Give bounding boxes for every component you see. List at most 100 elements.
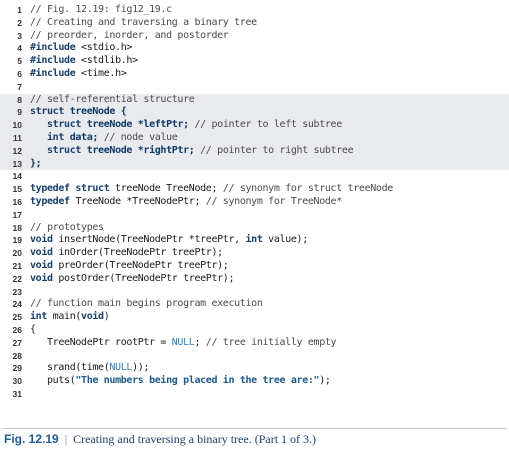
code-text: // prototypes [30, 222, 104, 235]
line-number: 7 [17, 81, 22, 92]
caption-separator: | [64, 432, 68, 446]
code-token: insertNode(TreeNodePtr *treePtr, [52, 234, 246, 246]
code-token: puts( [30, 375, 76, 387]
code-line: 4#include <stdio.h> [0, 42, 509, 55]
code-token: ; [194, 336, 206, 348]
code-token: // preorder, inorder, and postorder [30, 29, 229, 41]
line-number: 22 [12, 273, 22, 284]
code-line: 9 struct treeNode { [0, 106, 509, 120]
code-token: )); [132, 362, 150, 374]
code-token: { [30, 323, 36, 335]
code-text: puts("The numbers being placed in the tr… [30, 375, 331, 388]
line-number: 12 [12, 145, 22, 156]
code-token: preOrder(TreeNodePtr treePtr); [52, 259, 229, 271]
code-text: srand(time(NULL)); [30, 362, 149, 375]
code-token: // tree initially empty [205, 336, 337, 348]
code-token: ); [319, 375, 331, 387]
code-token: #include [30, 42, 76, 54]
code-token: TreeNode *TreeNodePtr; [69, 195, 206, 207]
code-token: // node value [103, 131, 178, 143]
code-line: 18// prototypes [0, 222, 509, 235]
code-line: 24 // function main begins program execut… [0, 298, 509, 311]
code-text: typedef struct treeNode TreeNode; // syn… [30, 183, 393, 196]
code-token: int [245, 234, 263, 246]
code-text: // preorder, inorder, and postorder [30, 29, 229, 43]
line-number: 29 [12, 363, 22, 374]
code-text: #include <stdio.h> [30, 42, 132, 55]
line-number: 15 [12, 184, 22, 195]
code-token: void [81, 311, 104, 323]
code-line: 3// preorder, inorder, and postorder [0, 30, 509, 43]
code-token: treeNode { [64, 106, 127, 118]
code-line: 13}; [0, 157, 509, 171]
code-token: data; [64, 131, 104, 143]
line-number: 25 [12, 312, 22, 323]
code-text: // function main begins program executio… [30, 298, 263, 311]
code-token: }; [30, 157, 42, 169]
line-number: 28 [12, 350, 22, 361]
code-line: 30 puts("The numbers being placed in the… [0, 375, 509, 388]
line-number: 14 [12, 171, 22, 182]
line-number: 8 [17, 94, 22, 105]
code-token: <stdlib.h> [75, 55, 138, 67]
code-token: // synonym for struct treeNode [222, 183, 393, 195]
line-number: 20 [12, 248, 22, 259]
code-line: 11 int data; // node value [0, 131, 509, 145]
code-line: 23 [0, 286, 509, 299]
code-line: 1// Fig. 12.19: fig12_19.c [0, 4, 509, 17]
code-token: void [30, 259, 53, 271]
line-number: 31 [12, 388, 22, 399]
code-text: TreeNodePtr rootPtr = NULL; // tree init… [30, 336, 337, 350]
code-line: 8// self-referential structure [0, 93, 509, 107]
code-token: // pointer to right subtree [200, 144, 354, 156]
code-token: // Fig. 12.19: fig12_19.c [30, 4, 172, 15]
code-token: typedef struct [30, 183, 110, 195]
line-number: 6 [17, 68, 22, 79]
code-token: treeNode *rightPtr; [81, 144, 201, 156]
code-text: void postOrder(TreeNodePtr treePtr); [30, 272, 235, 286]
code-text: #include <time.h> [30, 67, 127, 81]
line-number: 11 [13, 132, 22, 143]
code-line: 6 #include <time.h> [0, 68, 509, 81]
code-line: 22 void postOrder(TreeNodePtr treePtr); [0, 273, 509, 286]
code-token: #include [30, 55, 76, 67]
code-token: void [30, 272, 53, 284]
line-number: 30 [12, 376, 22, 387]
code-token: postOrder(TreeNodePtr treePtr); [52, 272, 235, 284]
code-token: int [30, 311, 48, 323]
code-text: struct treeNode *leftPtr; // pointer to … [30, 119, 342, 132]
code-text: { [30, 324, 36, 337]
code-text: #include <stdlib.h> [30, 55, 138, 68]
line-number: 10 [12, 120, 22, 131]
code-line: 2// Creating and traversing a binary tre… [0, 17, 509, 30]
code-line: 7 [0, 81, 509, 94]
code-token: // synonym for TreeNode* [205, 195, 342, 207]
code-token: typedef [30, 195, 70, 207]
code-token: value); [262, 234, 308, 246]
code-token: NULL [171, 336, 195, 348]
code-token: srand(time( [30, 362, 110, 374]
code-token: // pointer to left subtree [194, 119, 342, 131]
figure-label: Fig. 12.19 [4, 432, 59, 446]
line-number: 16 [12, 196, 22, 207]
code-text: void preOrder(TreeNodePtr treePtr); [30, 259, 229, 273]
code-token: // prototypes [30, 221, 104, 233]
code-line: 16 typedef TreeNode *TreeNodePtr; // syno… [0, 196, 509, 209]
line-number: 23 [12, 286, 22, 297]
code-token: // Creating and traversing a binary tree [30, 16, 257, 28]
code-text: }; [30, 157, 42, 171]
code-text: int data; // node value [30, 131, 178, 145]
line-number: 9 [17, 107, 22, 118]
code-line: 5#include <stdlib.h> [0, 55, 509, 68]
code-token: struct [30, 106, 65, 118]
caption-text: Creating and traversing a binary tree. (… [73, 432, 317, 446]
code-token: struct [30, 144, 82, 156]
code-token: "The numbers being placed in the tree ar… [75, 375, 320, 387]
code-line: 27 TreeNodePtr rootPtr = NULL; // tree i… [0, 337, 509, 350]
caption-divider [2, 428, 507, 429]
line-number: 24 [12, 299, 22, 310]
code-text: // Creating and traversing a binary tree [30, 17, 257, 30]
code-token: // function main begins program executio… [30, 298, 263, 310]
code-token: <time.h> [75, 67, 127, 79]
